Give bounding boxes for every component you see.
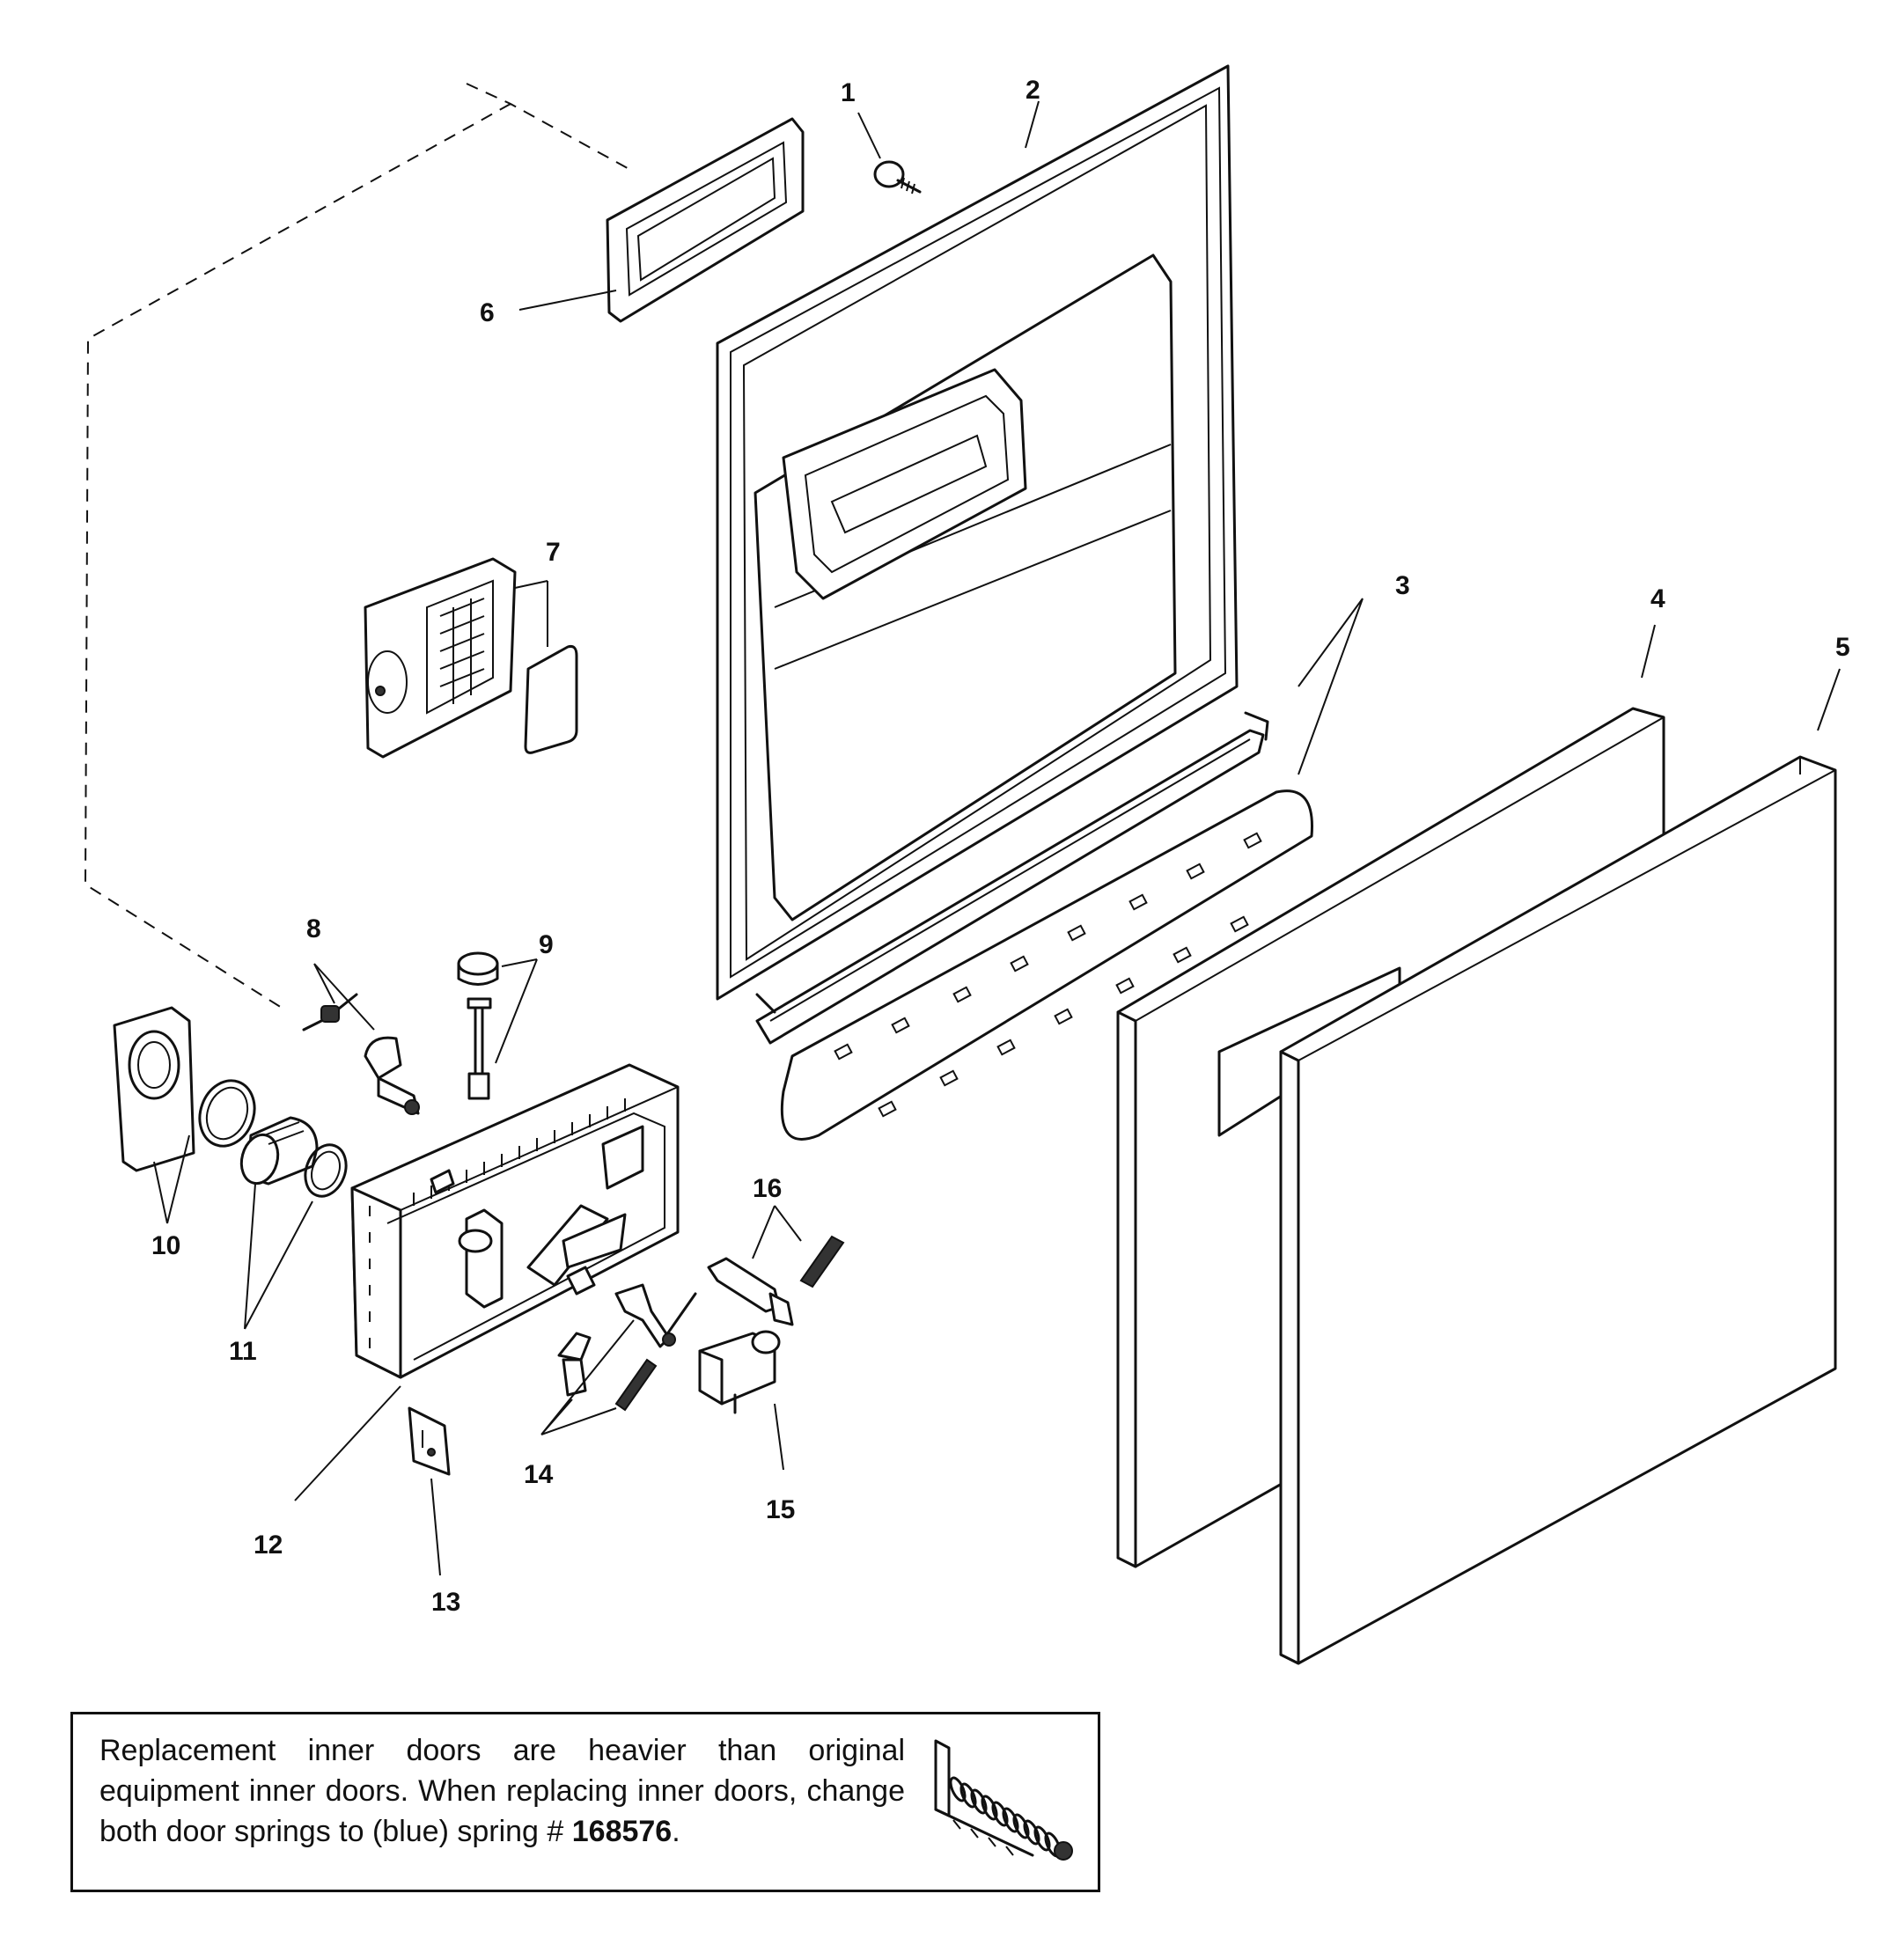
part-number-4: 4 [1650,584,1665,613]
spring-part-number: 168576 [571,1815,673,1848]
gasket [606,117,805,323]
trip-lever [707,1257,794,1326]
release-lever [557,1332,592,1397]
part-number-5: 5 [1835,633,1850,662]
part-number-10: 10 [151,1231,180,1260]
part-number-13: 13 [431,1588,460,1617]
part-number-9: 9 [539,930,554,959]
part-number-3: 3 [1395,571,1410,600]
part-number-6: 6 [480,298,495,327]
part-number-8: 8 [306,914,321,943]
lever-spring [614,1358,658,1412]
dispenser-cover [364,557,517,759]
cap-seal-ring [198,1079,256,1148]
part-number-14: 14 [524,1460,554,1489]
hinge-bracket [755,711,1313,1141]
trip-spring [799,1235,845,1288]
rinse-rod [467,997,492,1100]
dispenser-label [524,645,578,754]
screw [873,160,922,195]
dispenser-cap [239,1116,319,1186]
replacement-note-box: Replacement inner doors are heavier than… [70,1712,1100,1892]
latch-spring [302,993,358,1031]
assembly-dashed-outline [84,83,635,1009]
replacement-note-text: Replacement inner doors are heavier than… [99,1734,905,1848]
part-number-15: 15 [766,1495,795,1524]
part-number-7: 7 [546,538,561,567]
part-number-1: 1 [841,78,856,107]
inner-door-panel [716,64,1239,1001]
rinse-knob [457,951,499,986]
solenoid [698,1330,781,1414]
dispenser-body [350,1063,680,1379]
part-number-2: 2 [1026,76,1040,105]
part-number-11: 11 [229,1337,257,1366]
latch-arm [364,1036,420,1115]
dispenser-plate [408,1406,451,1476]
part-number-12: 12 [254,1531,283,1560]
door-front-panel [1279,755,1837,1665]
leader-lines [153,100,1841,1576]
actuator-lever [614,1283,697,1348]
part-number-16: 16 [753,1174,782,1203]
cap-o-ring [304,1143,348,1198]
dispenser-cap-housing [113,1006,195,1172]
door-spring-illustration [934,1739,1073,1861]
